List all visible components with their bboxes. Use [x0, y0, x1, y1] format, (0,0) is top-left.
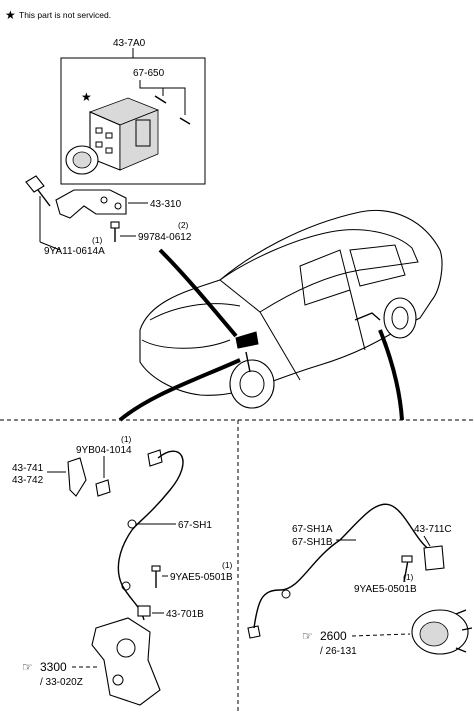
rear-hub-icon: [411, 609, 473, 655]
label-front-ref-num: 3300: [40, 660, 67, 674]
star-icon: ★: [5, 8, 16, 22]
bolt-a-icon: [25, 175, 45, 193]
label-bolt-b-qty: (2): [178, 220, 189, 230]
bolt-b-icon: [110, 221, 120, 229]
star-icon-unit: ★: [81, 90, 92, 104]
label-bolt-a: 9YA11-0614A: [44, 246, 105, 257]
front-sensor-group: (1) 9YB04-1014 43-741 43-742 67-SH1 (1) …: [12, 434, 233, 706]
bracket-icon: [55, 189, 127, 219]
front-connector-icon: [147, 449, 163, 467]
label-rear-bolt: 9YAE5-0501B: [354, 584, 417, 595]
knuckle-icon: [91, 617, 161, 706]
ref-icon-front: ☞: [22, 660, 33, 674]
label-abs-unit: 43-7A0: [113, 38, 146, 49]
label-front-clip: 9YB04-1014: [76, 445, 132, 456]
not-serviced-note: This part is not serviced.: [19, 10, 111, 20]
label-bolt-a-qty: (1): [92, 235, 103, 245]
label-front-ref-page: / 33-020Z: [40, 677, 83, 688]
label-front-bracket-1: 43-741: [12, 463, 44, 474]
ref-icon-rear: ☞: [302, 629, 313, 643]
front-bracket-icon: [67, 457, 87, 497]
hydraulic-unit-icon: [65, 95, 191, 175]
front-sensor-head-icon: [137, 605, 151, 617]
rear-sensor-head-icon: [423, 545, 445, 571]
abs-unit-group: 43-7A0 67-650 ★: [60, 38, 206, 185]
label-bolts-unit: 67-650: [133, 68, 165, 79]
bracket-group: 43-310 (1) 9YA11-0614A (2) 99784-0612: [25, 175, 192, 257]
label-front-bolt-qty: (1): [222, 560, 233, 570]
label-bracket: 43-310: [150, 199, 182, 210]
label-front-bracket-2: 43-742: [12, 475, 44, 486]
label-bolt-b: 99784-0612: [138, 232, 192, 243]
label-front-sensor-part: 43-701B: [166, 609, 204, 620]
label-rear-sensor-part: 43-711C: [414, 524, 452, 535]
label-rear-ref-num: 2600: [320, 629, 347, 643]
front-clip-icon: [95, 479, 111, 497]
label-rear-sensor-1: 67-SH1A: [292, 524, 333, 535]
label-front-sensor: 67-SH1: [178, 520, 212, 531]
label-rear-sensor-2: 67-SH1B: [292, 537, 333, 548]
label-rear-bolt-qty: (1): [403, 572, 414, 582]
front-sensor-harness: [117, 450, 184, 621]
rear-bolt-icon: [403, 559, 409, 583]
rear-sensor-harness: [253, 503, 431, 629]
label-rear-ref-page: / 26-131: [320, 646, 357, 657]
rear-sensor-group: 67-SH1A 67-SH1B 43-711C (1) 9YAE5-0501B …: [247, 503, 473, 657]
car-illustration: [139, 209, 443, 409]
label-front-clip-qty: (1): [121, 434, 132, 444]
label-front-bolt: 9YAE5-0501B: [170, 572, 233, 583]
